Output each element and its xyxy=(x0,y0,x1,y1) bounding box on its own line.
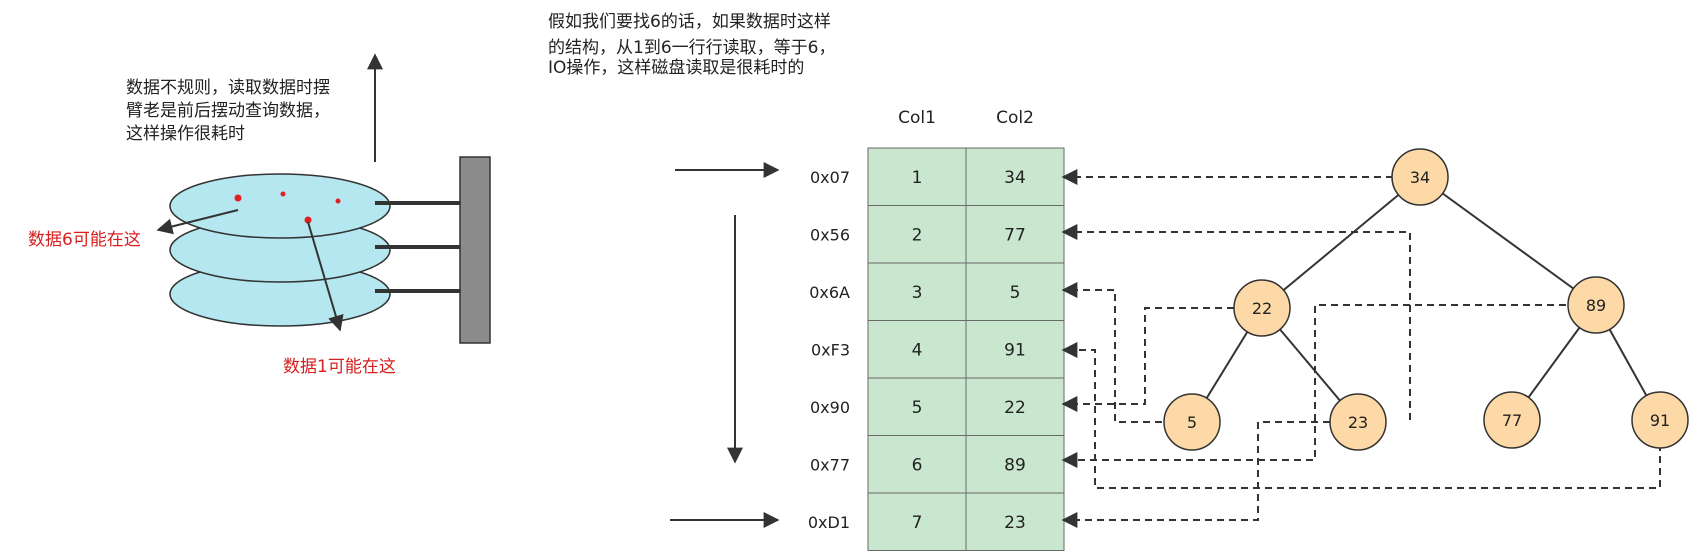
tree-node-circle xyxy=(1233,279,1291,337)
table-note: 假如我们要找6的话，如果数据时这样 的结构，从1到6一行行读取，等于6， IO操… xyxy=(548,12,835,78)
data-dot xyxy=(335,198,341,204)
table-row: 0x56 2 77 xyxy=(810,205,1065,264)
disk-note-line-3: 这样操作很耗时 xyxy=(126,124,245,144)
table-row: 0x90 5 22 xyxy=(810,377,1065,436)
row-address: 0x6A xyxy=(809,283,850,302)
tree-node-value: 91 xyxy=(1650,411,1670,430)
column-header-col1: Col1 xyxy=(898,108,936,128)
tree-nodes: 34 22 89 5 23 77 91 xyxy=(1163,148,1689,451)
tree-node-circle xyxy=(1329,393,1387,451)
tree-edge xyxy=(1261,176,1421,309)
data-dot xyxy=(280,191,286,197)
table-row: 0xD1 7 23 xyxy=(808,492,1065,551)
pointer-89 xyxy=(1061,304,1566,468)
data-table: Col1 Col2 0x07 1 34 0x56 2 77 0x6A 3 5 0xF3 4 91 0x9… xyxy=(808,108,1065,551)
table-cell-col2 xyxy=(965,205,1065,264)
cell-value-col2: 91 xyxy=(1004,340,1026,360)
disk-illustration: 数据6可能在这 数据1可能在这 数据不规则，读取数据时摆 臂老是前后摆动查询数据… xyxy=(28,53,491,377)
tree-node-value: 34 xyxy=(1410,168,1430,187)
pointer-22 xyxy=(1061,307,1234,412)
row-address: 0x56 xyxy=(810,225,850,244)
tree-node-value: 5 xyxy=(1187,413,1197,432)
tree-node-value: 77 xyxy=(1502,411,1522,430)
tree-node: 77 xyxy=(1483,391,1541,449)
table-row: 0x07 1 34 xyxy=(810,147,1065,206)
tree-node-circle xyxy=(1391,148,1449,206)
cell-value-col2: 34 xyxy=(1004,168,1026,188)
table-cell-col1 xyxy=(867,492,967,551)
pointer-arrow-data1 xyxy=(307,221,344,332)
spindle xyxy=(459,156,491,344)
row-address: 0x77 xyxy=(810,455,850,474)
tree-node-value: 89 xyxy=(1586,296,1606,315)
cell-value-col1: 6 xyxy=(912,455,923,475)
disk-note-line-1: 数据不规则，读取数据时摆 xyxy=(126,78,330,98)
cell-value-col1: 7 xyxy=(912,513,923,533)
table-note-line-1: 假如我们要找6的话，如果数据时这样 xyxy=(548,12,831,32)
table-note-line-2: 的结构，从1到6一行行读取，等于6， xyxy=(548,38,835,58)
pointer-lines xyxy=(1061,169,1661,528)
tree-node-circle xyxy=(1631,391,1689,449)
pointer-5 xyxy=(1061,282,1162,423)
data1-label: 数据1可能在这 xyxy=(283,357,396,377)
row-address: 0x07 xyxy=(810,168,850,187)
tree-node: 22 xyxy=(1233,279,1291,337)
pointer-23 xyxy=(1061,421,1330,528)
cell-value-col1: 4 xyxy=(912,340,923,360)
table-note-line-3: IO操作，这样磁盘读取是很耗时的 xyxy=(548,58,804,78)
disk-note-line-2: 臂老是前后摆动查询数据， xyxy=(126,101,330,121)
cell-value-col2: 5 xyxy=(1010,283,1021,303)
tree-node: 91 xyxy=(1631,391,1689,449)
cell-value-col1: 1 xyxy=(912,168,923,188)
platter-top xyxy=(169,173,391,239)
cell-value-col1: 3 xyxy=(912,283,923,303)
table-row: 0x77 6 89 xyxy=(810,435,1065,494)
table-row: 0xF3 4 91 xyxy=(811,320,1065,379)
tree-edge xyxy=(1419,176,1597,306)
row-address: 0xD1 xyxy=(808,513,850,532)
tree-node-circle xyxy=(1567,276,1625,334)
pointer-91 xyxy=(1061,342,1661,489)
cell-value-col2: 23 xyxy=(1004,513,1026,533)
tree-node: 5 xyxy=(1163,393,1221,451)
cell-value-col1: 2 xyxy=(912,225,923,245)
table-cell-col2 xyxy=(965,377,1065,436)
cell-value-col2: 77 xyxy=(1004,225,1026,245)
table-row: 0x6A 3 5 xyxy=(809,262,1065,321)
pointer-77 xyxy=(1061,224,1411,420)
tree-node-circle xyxy=(1163,393,1221,451)
column-header-col2: Col2 xyxy=(996,108,1034,128)
pointer-arrow-data6 xyxy=(156,209,239,235)
tree-node-value: 22 xyxy=(1252,299,1272,318)
table-cell-col1 xyxy=(867,377,967,436)
row-address: 0x90 xyxy=(810,398,850,417)
cell-value-col1: 5 xyxy=(912,398,923,418)
cell-value-col2: 89 xyxy=(1004,455,1026,475)
tree-node-circle xyxy=(1483,391,1541,449)
table-cell-col2 xyxy=(965,262,1065,321)
tree-node: 89 xyxy=(1567,276,1625,334)
tree-node-value: 23 xyxy=(1348,413,1368,432)
data6-label: 数据6可能在这 xyxy=(28,230,141,250)
table-cell-col1 xyxy=(867,262,967,321)
tree-node: 34 xyxy=(1391,148,1449,206)
cell-value-col2: 22 xyxy=(1004,398,1026,418)
binary-tree: 34 22 89 5 23 77 91 xyxy=(1163,148,1689,451)
table-rows: 0x07 1 34 0x56 2 77 0x6A 3 5 0xF3 4 91 0x90 5 22 0x77 6 8… xyxy=(808,147,1065,551)
table-cell-col2 xyxy=(965,435,1065,494)
data-dot xyxy=(234,194,242,202)
tree-node: 23 xyxy=(1329,393,1387,451)
table-cell-col2 xyxy=(965,492,1065,551)
row-address: 0xF3 xyxy=(811,340,850,359)
data-dot xyxy=(304,216,312,224)
